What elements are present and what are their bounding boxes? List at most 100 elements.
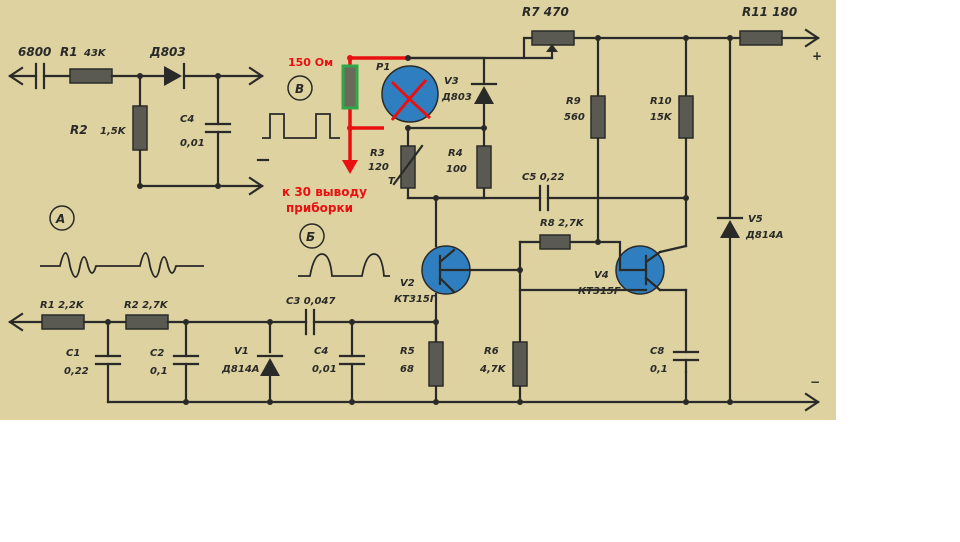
label-r10-value: 15K <box>650 112 673 123</box>
arrow-top-bottom <box>248 176 264 196</box>
v4-leads <box>618 250 662 292</box>
diode-v1 <box>260 358 280 376</box>
label-v2-value: КТ315Г <box>394 294 437 305</box>
waveform-b-pulses <box>298 253 390 277</box>
label-waveform-a: А <box>55 212 65 226</box>
label-r11: R11 180 <box>742 5 797 19</box>
resistor-r8 <box>539 234 571 250</box>
cap-c1 <box>94 354 122 366</box>
label-r9-value: 560 <box>564 112 585 123</box>
cap-c2 <box>172 354 200 366</box>
label-v5: V5 <box>748 214 763 225</box>
label-c3: C3 0,047 <box>286 296 335 307</box>
label-r4-value: 100 <box>446 164 467 175</box>
resistor-150-ohm <box>341 64 359 110</box>
resistor-r4 <box>476 145 492 189</box>
label-r3-t: T <box>388 176 396 187</box>
annotation-pin30-line1: к 30 выводу <box>282 185 367 199</box>
label-r2-top: R2 <box>70 123 88 137</box>
label-r9: R9 <box>566 96 581 107</box>
diode-v3 <box>474 86 494 104</box>
junction-dots <box>105 35 733 405</box>
resistor-r6 <box>512 341 528 387</box>
resistor-r2-top <box>132 105 148 151</box>
resistor-r10 <box>678 95 694 139</box>
label-c8-value: 0,1 <box>650 364 668 375</box>
r7-wiper-arrow <box>546 44 558 52</box>
label-minus-right: − <box>810 375 820 389</box>
label-v5-value: Д814А <box>745 230 784 241</box>
transistor-p1 <box>381 65 439 123</box>
label-d803-top: Д803 <box>149 45 186 59</box>
label-r1-bottom: R1 2,2K <box>40 300 85 311</box>
label-v3-value: Д803 <box>441 92 472 103</box>
label-c5: C5 0,22 <box>522 172 564 183</box>
diode-v5 <box>720 220 740 238</box>
label-r5: R5 <box>400 346 415 357</box>
cap-c4-top <box>204 122 232 134</box>
label-r6: R6 <box>484 346 499 357</box>
label-c1-value: 0,22 <box>64 366 89 377</box>
arrow-top-output <box>248 66 264 86</box>
label-c4-top-value: 0,01 <box>180 138 205 149</box>
label-r4: R4 <box>448 148 463 159</box>
diode-d803-top <box>164 66 182 86</box>
annotation-pin30-line2: приборки <box>286 201 353 215</box>
cap-c3 <box>304 308 316 336</box>
arrow-minus <box>804 392 820 412</box>
label-r5-value: 68 <box>400 364 414 375</box>
label-c8: C8 <box>650 346 664 357</box>
label-plus: + <box>812 49 822 63</box>
label-v3: V3 <box>444 76 459 87</box>
wire-v4-collector <box>658 244 688 292</box>
label-v2: V2 <box>400 278 415 289</box>
label-r2-top-value: 1,5K <box>100 126 127 137</box>
cap-c4-bottom <box>338 354 366 366</box>
arrow-bottom-input <box>8 312 24 332</box>
label-c2-value: 0,1 <box>150 366 168 377</box>
label-r3-value: 120 <box>368 162 389 173</box>
label-c4-bottom-value: 0,01 <box>312 364 337 375</box>
label-v1-value: Д814А <box>221 364 260 375</box>
paper-background <box>0 0 836 420</box>
label-c4-top: C4 <box>180 114 194 125</box>
label-r1-top: R1 <box>60 45 78 59</box>
label-c2: C2 <box>150 348 164 359</box>
red-arrow-head <box>342 160 358 174</box>
resistor-r9 <box>590 95 606 139</box>
label-v4: V4 <box>594 270 609 281</box>
label-r3: R3 <box>370 148 385 159</box>
v2-leads <box>438 248 472 294</box>
waveform-v-circle <box>287 75 313 101</box>
resistor-r1-bottom <box>41 314 85 330</box>
label-r10: R10 <box>650 96 672 107</box>
resistor-r2-bottom <box>125 314 169 330</box>
resistor-r7 <box>531 30 575 46</box>
resistor-r3 <box>400 145 416 189</box>
arrow-top-input <box>8 66 24 86</box>
waveform-v-pulses <box>262 113 340 139</box>
label-r6-value: 4,7K <box>479 364 507 375</box>
label-v1: V1 <box>234 346 249 357</box>
r3-variable-arrow <box>392 144 424 186</box>
label-c1: C1 <box>66 348 80 359</box>
resistor-r1-top <box>69 68 113 84</box>
label-v4-value: КТ315Г <box>578 286 621 297</box>
resistor-r11 <box>739 30 783 46</box>
label-c6800: 6800 <box>18 45 51 59</box>
label-c4-bottom: C4 <box>314 346 328 357</box>
label-waveform-v: В <box>295 82 304 96</box>
wire-v4-base <box>596 240 622 272</box>
label-r1-top-value: 43K <box>83 48 107 59</box>
label-p1: P1 <box>376 62 390 73</box>
waveform-a-circle <box>49 205 75 231</box>
annotation-150-ohm: 150 Ом <box>288 56 333 69</box>
arrow-plus <box>804 28 820 48</box>
label-r7: R7 470 <box>522 5 569 19</box>
label-r2-bottom: R2 2,7K <box>124 300 169 311</box>
waveform-b-circle <box>299 223 325 249</box>
cap-c5 <box>538 184 550 212</box>
waveform-a-signal <box>40 252 204 278</box>
label-waveform-b: Б <box>306 230 315 244</box>
